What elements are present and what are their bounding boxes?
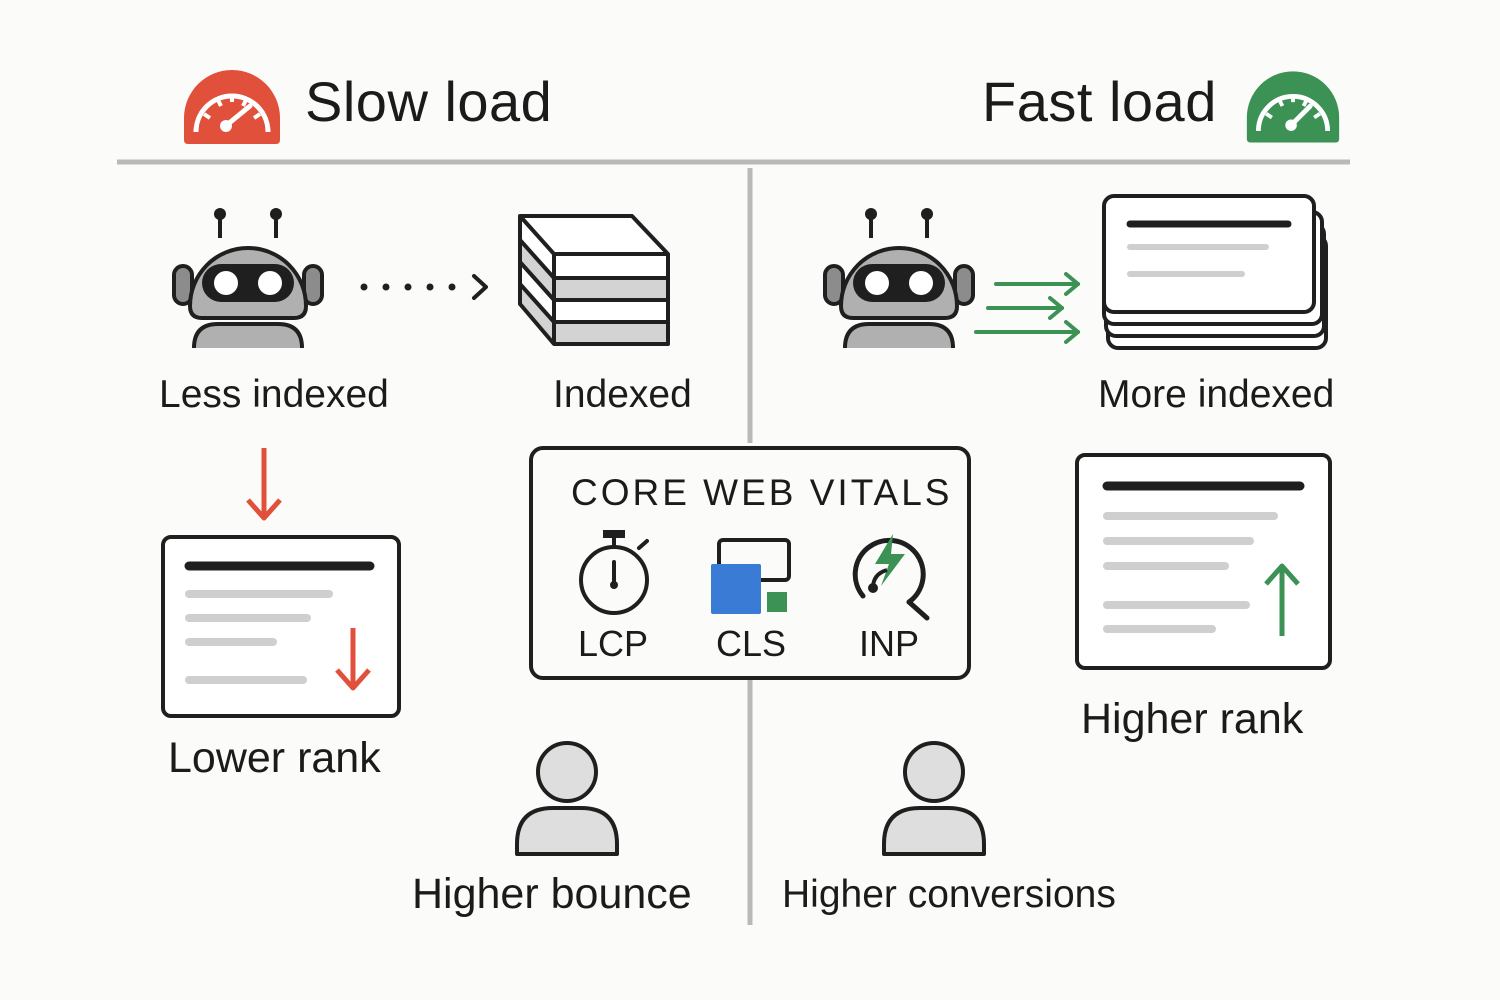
stacked-cards-icon <box>1102 194 1328 350</box>
lower-rank-card-lines <box>184 561 375 684</box>
higher-bounce-label: Higher bounce <box>412 870 692 918</box>
dotted-arrow-icon <box>360 274 488 300</box>
lower-rank-label: Lower rank <box>168 734 381 782</box>
more-indexed-label: More indexed <box>1098 373 1335 416</box>
higher-rank-label: Higher rank <box>1081 695 1304 743</box>
cls-label: CLS <box>715 623 787 664</box>
higher-conversions-label: Higher conversions <box>782 873 1116 916</box>
fast-load-title: Fast load <box>982 70 1217 133</box>
stacked-pages-icon <box>518 214 670 346</box>
rank-down-arrow-icon <box>335 628 371 691</box>
inp-label: INP <box>858 623 919 664</box>
core-web-vitals-title: CORE WEB VITALS <box>571 472 953 513</box>
robot-fast-icon <box>823 208 975 349</box>
speedometer-slow-icon <box>184 70 280 144</box>
interaction-icon <box>852 534 930 621</box>
core-web-vitals-box: CORE WEB VITALS LCP CLS INP <box>529 446 971 680</box>
indexed-label: Indexed <box>553 373 692 416</box>
arrow-down-red-icon <box>246 448 282 521</box>
fast-arrows-icon <box>974 272 1080 344</box>
stopwatch-icon <box>579 530 649 615</box>
user-fast-icon <box>882 741 986 856</box>
slow-load-title: Slow load <box>305 70 553 133</box>
speedometer-fast-icon <box>1246 71 1340 143</box>
robot-slow-icon <box>172 208 324 349</box>
user-slow-icon <box>515 741 619 856</box>
higher-rank-card-lines <box>1102 481 1305 633</box>
less-indexed-label: Less indexed <box>159 373 389 416</box>
rank-up-arrow-icon <box>1264 563 1300 636</box>
lcp-label: LCP <box>577 623 649 664</box>
layout-shift-icon <box>711 538 791 614</box>
